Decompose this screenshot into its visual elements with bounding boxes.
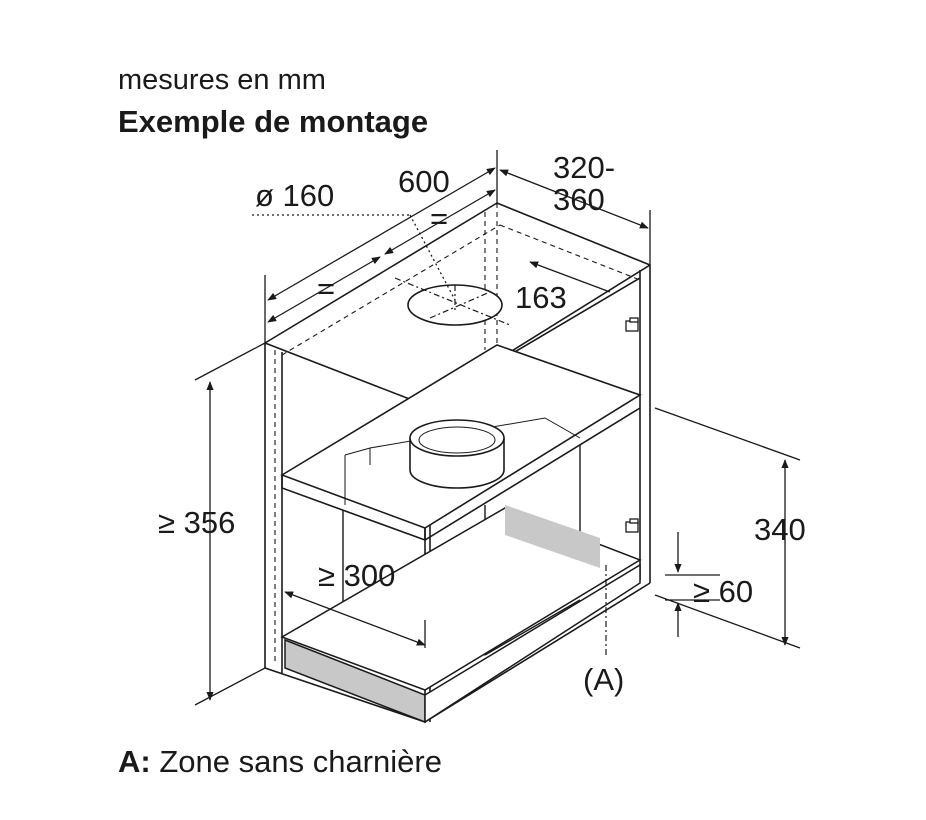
equal-left-label: =	[317, 271, 336, 306]
equal-right-label: =	[430, 201, 449, 236]
legend-text: Zone sans charnière	[150, 744, 442, 779]
offset-label: 163	[515, 280, 567, 315]
legend: A: Zone sans charnière	[118, 746, 442, 777]
diameter-label: ø 160	[255, 178, 335, 213]
hood-height-label: 340	[754, 512, 806, 547]
units-label: mesures en mm	[118, 64, 326, 96]
depth-label-line1: 320-	[553, 150, 616, 185]
depth-label-line2: 360	[553, 182, 605, 217]
gap-min-label: ≥ 60	[693, 574, 754, 609]
diameter-leader	[252, 214, 456, 301]
page-title: Exemple de montage	[118, 104, 429, 139]
height-min-label: ≥ 356	[158, 505, 236, 540]
duct-shelf	[409, 419, 505, 489]
dimension-lines	[194, 150, 801, 706]
centerlines	[394, 277, 607, 655]
depth-min-label: ≥ 300	[318, 558, 396, 593]
legend-key: A:	[118, 744, 151, 779]
hinge-icons	[625, 317, 639, 533]
zone-marker-label: (A)	[583, 662, 625, 697]
width-label: 600	[398, 164, 450, 199]
